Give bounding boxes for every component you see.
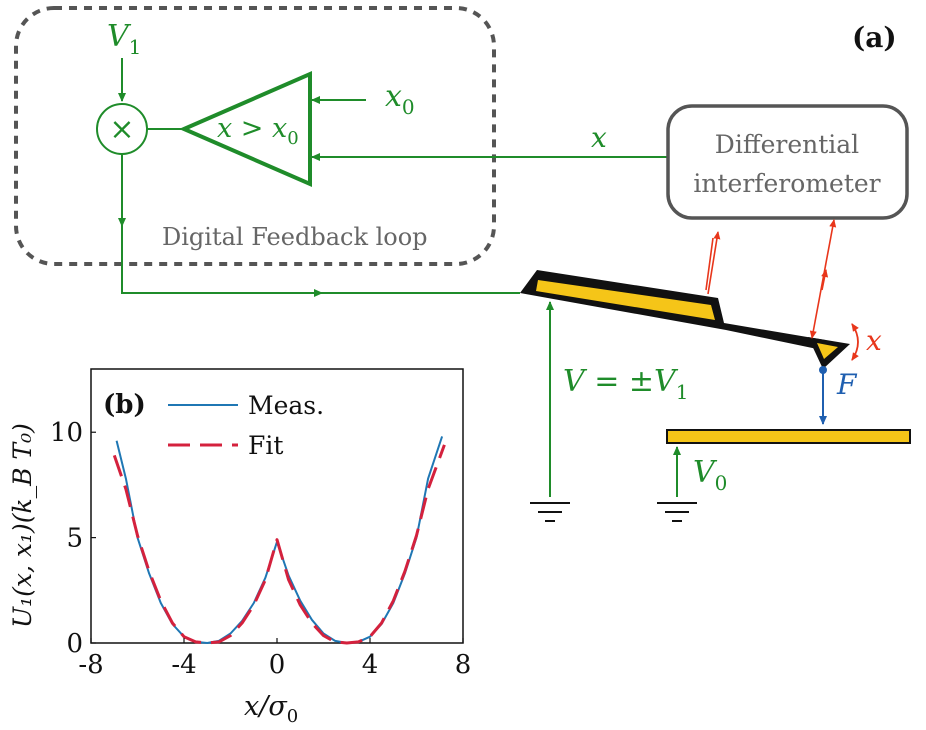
x-tick-label: 8 [455, 650, 472, 680]
comparator-triangle [179, 70, 312, 188]
interferometer-box [666, 104, 909, 220]
voltage-label: V = ±V1 [563, 364, 688, 404]
bottom-electrode [666, 429, 911, 444]
feedback-loop-box [14, 6, 496, 266]
feedback-loop-label: Digital Feedback loop [162, 223, 428, 251]
x-axis-label: x/σ0 [244, 691, 298, 727]
laser-beam-left-down [705, 237, 714, 291]
x-tick-label: -4 [171, 650, 196, 680]
plot-area [90, 368, 464, 644]
v1-label: V1 [107, 19, 141, 59]
panel-b: -8 -4 0 4 8 0 5 10 (b) Meas. Fit x/σ0 U₁(x, x₁)… [8, 368, 471, 727]
deflection-arc [851, 323, 859, 361]
plot-ticks: -8 -4 0 4 8 0 5 10 [50, 418, 471, 680]
x0-label: x0 [385, 79, 415, 119]
panel-b-label: (b) [103, 390, 146, 420]
plot-lines [112, 436, 446, 645]
force-label: F [836, 368, 858, 401]
multiplier-symbol: × [109, 112, 134, 147]
x-signal-label: x [591, 121, 607, 154]
panel-a: Digital Feedback loop (a) V1 × x > x0 x0… [14, 6, 911, 522]
interferometer-line2: interferometer [693, 169, 880, 198]
panel-a-label: (a) [852, 21, 897, 54]
y-tick-label: 0 [66, 629, 83, 659]
x-tick-label: -8 [78, 650, 103, 680]
feedback-to-cantilever-line [121, 226, 520, 294]
y-tick-label: 10 [50, 418, 83, 448]
y-axis-label: U₁(x, x₁)(k_B T₀) [8, 423, 37, 628]
x-tick-label: 4 [362, 650, 379, 680]
laser-beam-right [809, 219, 837, 339]
cantilever-tip-electrode [817, 343, 838, 359]
x-tick-label: 0 [269, 650, 286, 680]
cantilever-electrode [536, 280, 715, 320]
laser-beam-right-mid [821, 269, 829, 291]
comparator-label: x > x0 [217, 113, 299, 149]
legend-meas-label: Meas. [248, 391, 324, 420]
deflection-label: x [866, 324, 882, 357]
interferometer-line1: Differential [715, 130, 859, 159]
ground-symbol-left [530, 502, 570, 522]
y-tick-label: 5 [66, 524, 83, 554]
ground-symbol-right [657, 502, 697, 522]
laser-beam-left-up [707, 231, 721, 295]
legend-fit-label: Fit [248, 431, 283, 460]
v0-label: V0 [693, 455, 727, 495]
